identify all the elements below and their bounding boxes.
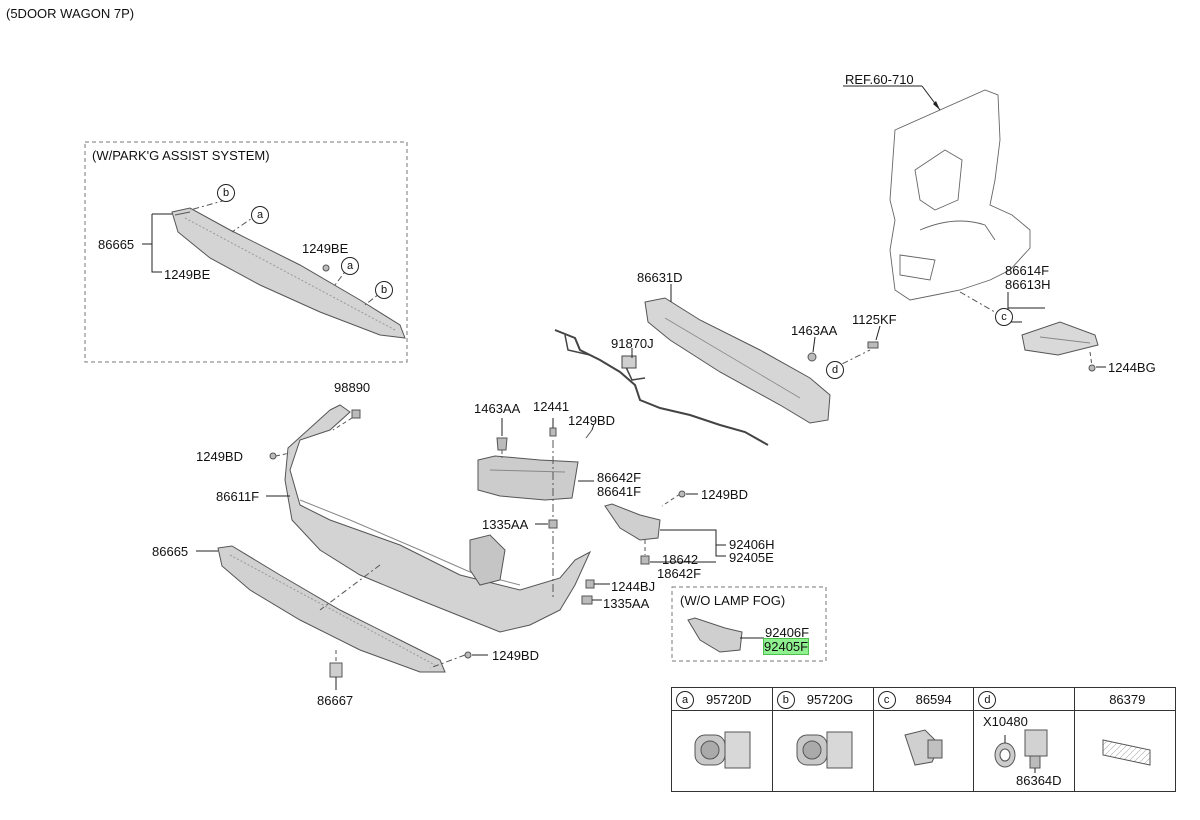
label-86642F[interactable]: 86642F: [597, 470, 642, 485]
label-92405F-highlighted[interactable]: 92405F: [762, 638, 810, 655]
callout-c: c: [995, 308, 1013, 326]
undercover-86665: [217, 545, 446, 673]
diagram-title: (5DOOR WAGON 7P): [6, 6, 135, 21]
label-86665-top[interactable]: 86665: [98, 237, 135, 252]
label-1249BD-right[interactable]: 1249BD: [701, 487, 748, 502]
callout-a: a: [341, 257, 359, 275]
reflector-86641F: [477, 455, 579, 501]
legend-image-c: [872, 710, 975, 792]
reflector-92405F: [687, 617, 743, 653]
legend-sub-X10480[interactable]: X10480: [983, 714, 1028, 729]
legend-image-86379: [1074, 710, 1176, 792]
legend-cell-86379[interactable]: 86379: [1074, 687, 1176, 711]
label-1249BD-bottom[interactable]: 1249BD: [492, 648, 539, 663]
label-86665-main[interactable]: 86665: [152, 544, 189, 559]
park-assist-box: [84, 141, 408, 363]
label-92406H[interactable]: 92406H: [729, 537, 775, 552]
callout-a: a: [251, 206, 269, 224]
bumper-cover-86611F: [284, 404, 592, 633]
label-1244BG[interactable]: 1244BG: [1108, 360, 1156, 375]
label-86611F[interactable]: 86611F: [216, 489, 260, 504]
legend-table: a 95720D b 95720G c 86594 d 86379: [671, 687, 1176, 792]
label-12441[interactable]: 12441: [533, 399, 570, 414]
label-18642[interactable]: 18642: [662, 552, 699, 567]
legend-code-95720D: 95720D: [706, 692, 752, 707]
legend-code-95720G: 95720G: [806, 692, 854, 707]
label-98890[interactable]: 98890: [334, 380, 371, 395]
label-1125KF[interactable]: 1125KF: [852, 312, 897, 327]
ref-label: REF.60-710: [845, 72, 914, 87]
reflector-92405E: [604, 503, 661, 541]
label-86667[interactable]: 86667: [317, 693, 354, 708]
legend-image-b: [771, 710, 874, 792]
quarter-panel-outline: [889, 89, 1031, 301]
lamp-fog-box: [671, 586, 827, 662]
label-86631D[interactable]: 86631D: [637, 270, 683, 285]
label-1335AA-a[interactable]: 1335AA: [482, 517, 529, 532]
legend-letter-c: c: [877, 691, 896, 709]
callout-b: b: [375, 281, 393, 299]
callout-b: b: [217, 184, 235, 202]
label-1244BJ[interactable]: 1244BJ: [611, 579, 656, 594]
label-86614F[interactable]: 86614F: [1005, 263, 1050, 278]
label-1335AA-b[interactable]: 1335AA: [603, 596, 650, 611]
lamp-fog-caption: (W/O LAMP FOG): [680, 593, 786, 608]
callout-d: d: [826, 361, 844, 379]
label-1249BE-top[interactable]: 1249BE: [302, 241, 349, 256]
legend-code-86594: 86594: [915, 692, 952, 707]
label-86641F[interactable]: 86641F: [597, 484, 642, 499]
legend-letter-a: a: [676, 691, 694, 709]
label-18642F[interactable]: 18642F: [657, 566, 702, 581]
label-1463AA-mid[interactable]: 1463AA: [474, 401, 521, 416]
bracket-86614F: [1021, 321, 1099, 356]
legend-letter-b: b: [776, 691, 795, 709]
label-1463AA-right[interactable]: 1463AA: [791, 323, 838, 338]
legend-cell-c[interactable]: c 86594: [872, 687, 975, 711]
legend-sub-86364D[interactable]: 86364D: [1016, 773, 1062, 788]
harness-91870J: [554, 329, 769, 446]
label-1249BD-left[interactable]: 1249BD: [196, 449, 243, 464]
legend-cell-a[interactable]: a 95720D: [671, 687, 773, 711]
legend-letter-d: d: [978, 691, 997, 709]
legend-code-86379: 86379: [1109, 692, 1146, 707]
legend-cell-d[interactable]: d: [973, 687, 1076, 711]
legend-cell-b[interactable]: b 95720G: [771, 687, 874, 711]
label-86613H[interactable]: 86613H: [1005, 277, 1051, 292]
park-assist-caption: (W/PARK'G ASSIST SYSTEM): [92, 148, 270, 163]
label-91870J[interactable]: 91870J: [611, 336, 654, 351]
label-1249BE-side[interactable]: 1249BE: [164, 267, 211, 282]
label-92405E[interactable]: 92405E: [729, 550, 774, 565]
label-1249BD-mid[interactable]: 1249BD: [568, 413, 615, 428]
label-92406F[interactable]: 92406F: [765, 625, 810, 640]
legend-image-a: [671, 710, 773, 792]
